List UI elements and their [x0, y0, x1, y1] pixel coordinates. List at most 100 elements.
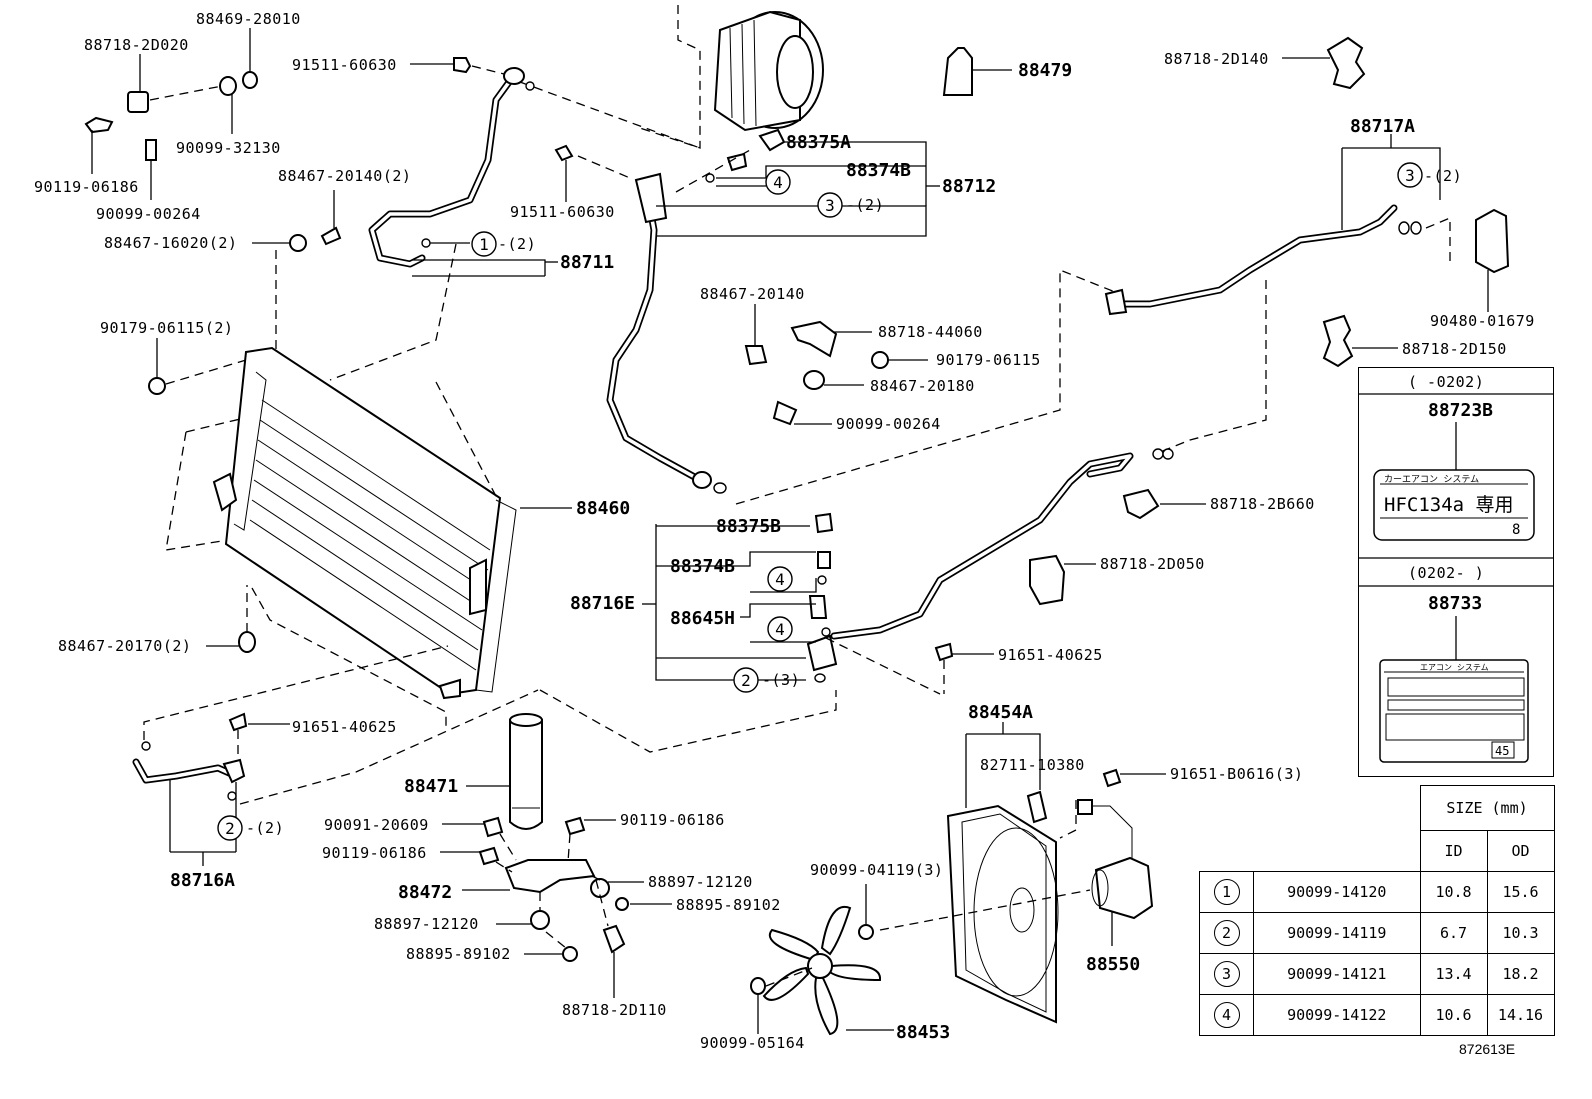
label-box-content: ( -0202) 88723B カーエアコン システム HFC134a 専用 8…: [1358, 373, 1554, 763]
col-id: ID: [1419, 830, 1488, 872]
callout-2-qty-a: -(3): [762, 671, 800, 689]
label-88712: 88712: [942, 176, 996, 197]
part-labels: 88469-28010 88718-2D020 91511-60630 9009…: [34, 10, 1535, 1052]
clamp-88718-2D150: [1322, 314, 1398, 368]
bolt-91651-40625-a: [228, 712, 290, 732]
label-88716A: 88716A: [170, 870, 235, 891]
row-od: 14.16: [1486, 994, 1555, 1036]
bolt-91511-60630-b: [554, 144, 574, 202]
label-88645H: 88645H: [670, 608, 735, 629]
washer-90099-32130: [219, 76, 237, 134]
row-number: 1: [1213, 879, 1240, 905]
callout-3-b: 3: [1405, 166, 1415, 185]
label-88718-2D050: 88718-2D050: [1100, 555, 1205, 573]
receiver-drier-88471: [466, 713, 543, 830]
label-90480-01679: 90480-01679: [1430, 312, 1535, 330]
stud-90099-00264-a: [145, 139, 157, 200]
label-range-top: ( -0202): [1408, 373, 1484, 391]
bolt-90119-06186-b: [564, 816, 616, 836]
label-90099-00264-a: 90099-00264: [96, 205, 201, 223]
label-90119-06186-a: 90119-06186: [34, 178, 139, 196]
screw-91651-B0616: [1102, 768, 1166, 788]
label-90099-04119-3: 90099-04119(3): [810, 861, 943, 879]
callout-3-qty-a: -(2): [846, 196, 884, 214]
row-id: 10.8: [1419, 871, 1488, 913]
table-row: 3 90099-14121 13.4 18.2: [1199, 953, 1555, 995]
label-88454A: 88454A: [968, 702, 1033, 723]
label-88453: 88453: [896, 1022, 950, 1043]
callout-2-a: 2: [741, 671, 751, 690]
row-number: 4: [1213, 1002, 1240, 1028]
nut-90179-06115: [871, 351, 928, 369]
valve-core-88374B-b: [817, 551, 831, 569]
col-od: OD: [1486, 830, 1555, 872]
bolt-90119-06186-a: [84, 116, 114, 174]
label-88467-16020-2: 88467-16020(2): [104, 234, 237, 252]
suction-tube-88717A: [1104, 134, 1441, 316]
label-91651-B0616-3: 91651-B0616(3): [1170, 765, 1303, 783]
row-od: 15.6: [1486, 871, 1555, 913]
fan-shroud-88454A: [946, 722, 1059, 1024]
compressor-illustration: [713, 10, 824, 132]
label-88467-20170-2: 88467-20170(2): [58, 637, 191, 655]
callout-4-b: 4: [775, 570, 785, 589]
callout-2-qty-b: -(2): [246, 819, 284, 837]
bracket-88472: [462, 859, 596, 894]
row-number: 3: [1213, 961, 1240, 987]
row-part: 90099-14122: [1253, 994, 1421, 1036]
grommet-88897-12120-a: [590, 878, 644, 898]
label-91511-60630-b: 91511-60630: [510, 203, 615, 221]
label-88467-20140: 88467-20140: [700, 285, 805, 303]
label-88374B-b: 88374B: [670, 556, 735, 577]
label-88895-89102-b: 88895-89102: [406, 945, 511, 963]
condenser-88460: [165, 346, 572, 728]
label-88723B: 88723B: [1428, 400, 1493, 421]
nut-90099-05164: [750, 977, 766, 1034]
label-90091-20609: 90091-20609: [324, 816, 429, 834]
bushing-88467-20170: [206, 631, 256, 653]
table-row: 1 90099-14120 10.8 15.6: [1199, 871, 1555, 913]
decal-top-heading: カーエアコン システム: [1384, 474, 1479, 485]
bolt-90119-06186-c: [440, 846, 500, 866]
callout-2-b: 2: [225, 819, 235, 838]
bracket-88718-2D050: [1029, 554, 1096, 606]
label-88479: 88479: [1018, 60, 1072, 81]
liquid-tube-88716A: [132, 758, 246, 866]
size-header: SIZE (mm): [1419, 785, 1555, 831]
reference-code: 872613E: [1459, 1041, 1516, 1057]
callout-1: 1: [479, 235, 489, 254]
label-88375A: 88375A: [786, 132, 851, 153]
decal-top-code: 8: [1512, 522, 1520, 538]
grommet-88897-12120-b: [496, 910, 550, 930]
oring-callouts: 1 -(2) 4 3 -(2) 3 -(2) 4 4 2 -(3) 2 -(2): [217, 162, 1462, 841]
clamp-88718-2D110: [602, 924, 626, 998]
label-90119-06186-b: 90119-06186: [620, 811, 725, 829]
row-id: 6.7: [1419, 912, 1488, 954]
cap-88375B: [814, 512, 834, 534]
label-88374B-a: 88374B: [846, 160, 911, 181]
callout-4-a: 4: [773, 173, 783, 192]
label-88718-2D150: 88718-2D150: [1402, 340, 1507, 358]
label-88472: 88472: [398, 882, 452, 903]
decal-88733: エアコン システム 45: [1379, 659, 1529, 763]
callout-3-a: 3: [825, 196, 835, 215]
clamp-88718-2D140: [1282, 36, 1366, 90]
label-82711-10380: 82711-10380: [980, 756, 1085, 774]
row-part: 90099-14121: [1253, 953, 1421, 995]
bushing-88469-28010: [242, 28, 258, 89]
clamp-88718-2B660: [1122, 488, 1206, 520]
label-88550: 88550: [1086, 954, 1140, 975]
cap-88375A: [758, 128, 786, 152]
row-id: 13.4: [1419, 953, 1488, 995]
label-88467-20140-2: 88467-20140(2): [278, 167, 411, 185]
decal-top-main: HFC134a 専用: [1384, 494, 1514, 516]
row-part: 90099-14119: [1253, 912, 1421, 954]
callout-1-qty: -(2): [498, 235, 536, 253]
fan-motor-88550: [1077, 799, 1154, 946]
stud-90099-00264-b: [772, 400, 832, 426]
label-88718-2D110: 88718-2D110: [562, 1001, 667, 1019]
label-applicability-box: [1358, 367, 1554, 777]
label-88897-12120-a: 88897-12120: [648, 873, 753, 891]
bolt-88467-20140-2: [320, 190, 342, 246]
